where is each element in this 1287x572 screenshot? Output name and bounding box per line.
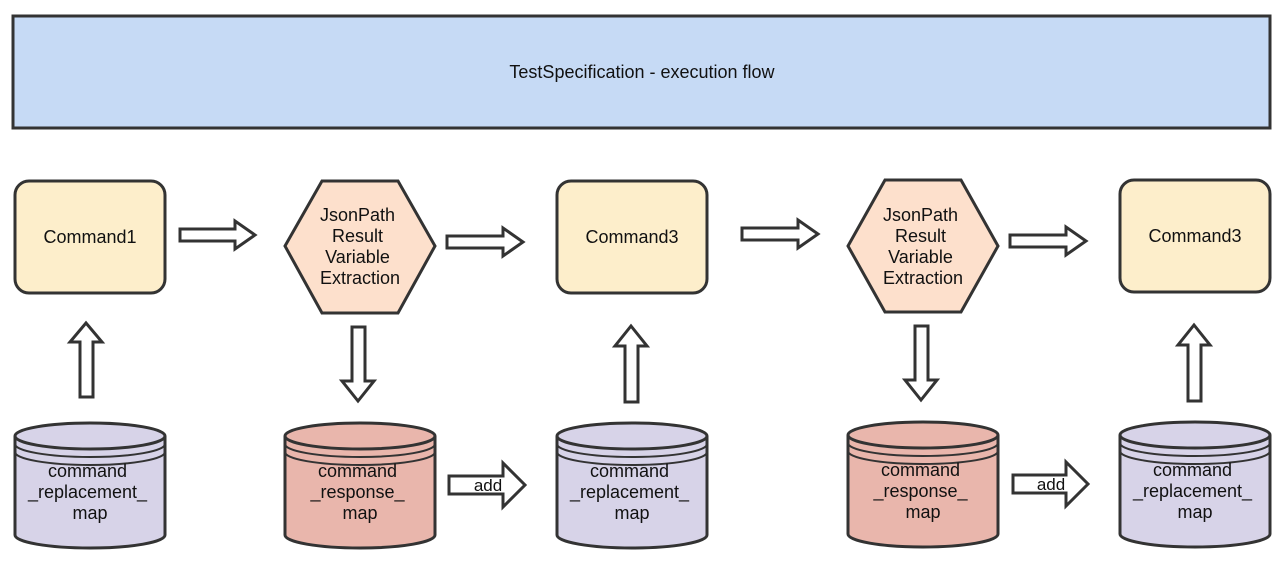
svg-text:JsonPath Result Va: JsonPath Result Variable Extraction xyxy=(320,205,400,288)
response-map-1-line3: map xyxy=(342,503,377,523)
extraction-2-line1: JsonPath xyxy=(883,205,958,225)
extraction-1-line2: Result xyxy=(332,226,383,246)
diagram-title: TestSpecification - execution flow xyxy=(509,62,775,82)
command-1-label: Command1 xyxy=(43,227,136,247)
extraction-1-line3: Variable xyxy=(325,247,390,267)
response-map-1-line2: _response_ xyxy=(309,482,405,503)
replacement-map-2-line3: map xyxy=(614,503,649,523)
replacement-map-3-line2: _replacement_ xyxy=(1132,481,1253,502)
add-arrow-1-label: add xyxy=(474,476,502,495)
extraction-1-hexagon: JsonPath Result Variable Extraction xyxy=(283,179,437,315)
arrow-up-1 xyxy=(66,320,106,399)
arrow-down-2 xyxy=(901,324,941,403)
command-2-box: Command3 xyxy=(555,179,709,295)
arrow-up-2 xyxy=(611,323,651,404)
replacement-map-1-line1: command xyxy=(48,461,127,481)
svg-text:command _response_: command _response_ map xyxy=(309,461,409,523)
extraction-2-hexagon: JsonPath Result Variable Extraction xyxy=(846,178,1000,314)
svg-text:command _replacement_: command _replacement_ map xyxy=(1132,460,1257,522)
add-arrow-2-label: add xyxy=(1037,475,1065,494)
response-map-2-line3: map xyxy=(905,502,940,522)
command-3-label: Command3 xyxy=(1148,226,1241,246)
arrow-down-1 xyxy=(338,325,378,404)
response-map-2-line1: command xyxy=(881,460,960,480)
arrow-up-3 xyxy=(1174,322,1214,403)
response-map-2: command _response_ map xyxy=(846,420,1000,549)
command-2-label: Command3 xyxy=(585,227,678,247)
replacement-map-2: command _replacement_ map xyxy=(555,421,709,550)
response-map-1: command _response_ map xyxy=(283,421,437,550)
response-map-2-line2: _response_ xyxy=(872,481,968,502)
extraction-1-line4: Extraction xyxy=(320,268,400,288)
replacement-map-1-line2: _replacement_ xyxy=(27,482,148,503)
command-3-box: Command3 xyxy=(1118,178,1272,294)
header-banner: TestSpecification - execution flow xyxy=(11,14,1272,130)
replacement-map-2-line2: _replacement_ xyxy=(569,482,690,503)
response-map-1-line1: command xyxy=(318,461,397,481)
svg-text:command _replacement_: command _replacement_ map xyxy=(27,461,152,523)
arrow-right-4 xyxy=(1008,224,1089,258)
add-arrow-1: add xyxy=(447,459,528,511)
replacement-map-3-line1: command xyxy=(1153,460,1232,480)
svg-text:JsonPath Result Va: JsonPath Result Variable Extraction xyxy=(883,205,963,288)
replacement-map-1: command _replacement_ map xyxy=(13,421,167,550)
extraction-2-line4: Extraction xyxy=(883,268,963,288)
command-1-box: Command1 xyxy=(13,179,167,295)
extraction-1-line1: JsonPath xyxy=(320,205,395,225)
arrow-right-3 xyxy=(740,217,821,251)
replacement-map-3-line3: map xyxy=(1177,502,1212,522)
add-arrow-2: add xyxy=(1011,458,1091,510)
extraction-2-line2: Result xyxy=(895,226,946,246)
arrow-right-2 xyxy=(445,225,526,259)
replacement-map-3: command _replacement_ map xyxy=(1118,420,1272,549)
extraction-2-line3: Variable xyxy=(888,247,953,267)
svg-text:command _replacement_: command _replacement_ map xyxy=(569,461,694,523)
replacement-map-2-line1: command xyxy=(590,461,669,481)
replacement-map-1-line3: map xyxy=(72,503,107,523)
svg-text:command _response_: command _response_ map xyxy=(872,460,972,522)
arrow-right-1 xyxy=(178,218,258,252)
